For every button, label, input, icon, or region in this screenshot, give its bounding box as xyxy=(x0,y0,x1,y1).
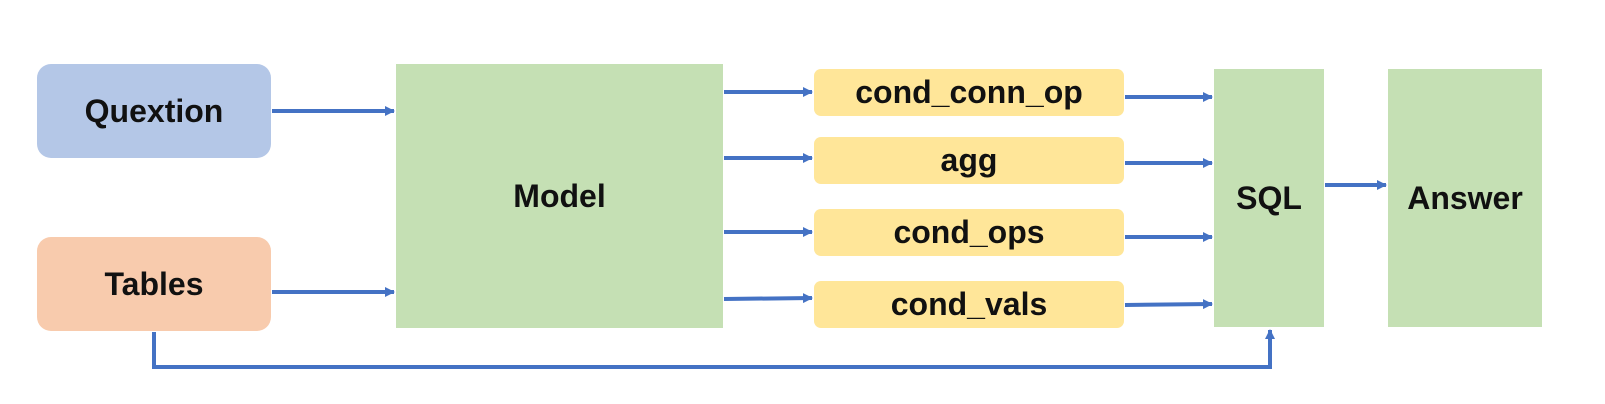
tables-label: Tables xyxy=(104,265,204,302)
question-node: Quextion xyxy=(37,64,271,158)
cond-ops-label: cond_ops xyxy=(893,214,1045,250)
edge-cond-vals-sql xyxy=(1124,299,1213,310)
cond-vals-node: cond_vals xyxy=(814,281,1124,328)
agg-label: agg xyxy=(940,142,998,178)
cond-vals-label: cond_vals xyxy=(890,286,1048,322)
cond-ops-node: cond_ops xyxy=(814,209,1124,256)
cond-conn-op-label: cond_conn_op xyxy=(855,74,1083,110)
answer-label: Answer xyxy=(1407,179,1523,216)
question-label: Quextion xyxy=(84,92,224,129)
answer-node: Answer xyxy=(1388,69,1542,327)
agg-node: agg xyxy=(814,137,1124,184)
edge-model-cond-vals xyxy=(723,293,813,304)
model-node: Model xyxy=(396,64,723,328)
cond-conn-op-node: cond_conn_op xyxy=(814,69,1124,116)
model-label: Model xyxy=(513,177,606,214)
edge-tables-sql xyxy=(152,329,1275,369)
tables-node: Tables xyxy=(37,237,271,331)
sql-node: SQL xyxy=(1214,69,1324,327)
sql-label: SQL xyxy=(1236,179,1302,216)
